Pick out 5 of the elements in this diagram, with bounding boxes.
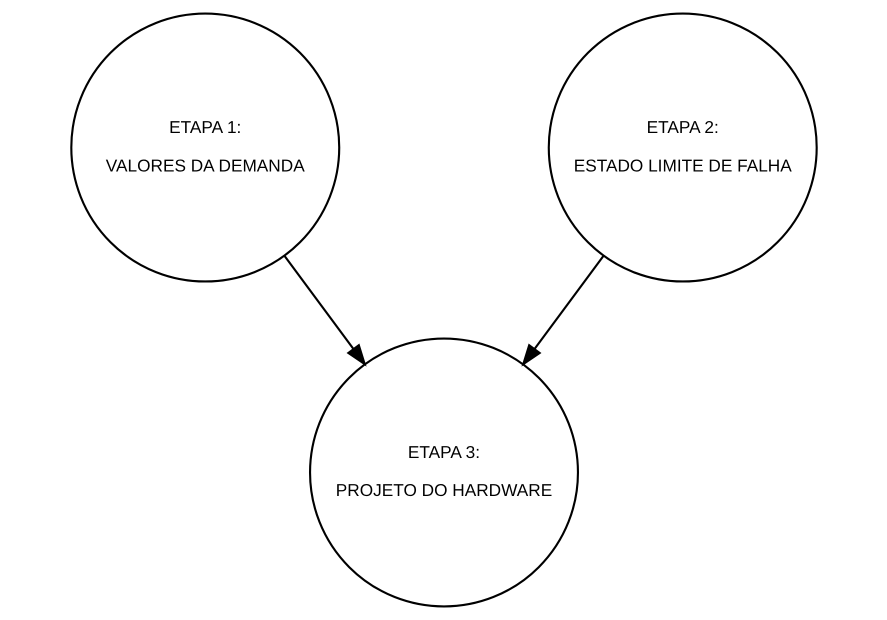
arrow (520, 255, 604, 367)
node-circle: ETAPA 3: PROJETO DO HARDWARE (308, 337, 579, 608)
node-circle: ETAPA 1: VALORES DA DEMANDA (70, 12, 340, 283)
node-circle: ETAPA 2: ESTADO LIMITE DE FALHA (547, 12, 818, 283)
arrow (283, 255, 366, 367)
